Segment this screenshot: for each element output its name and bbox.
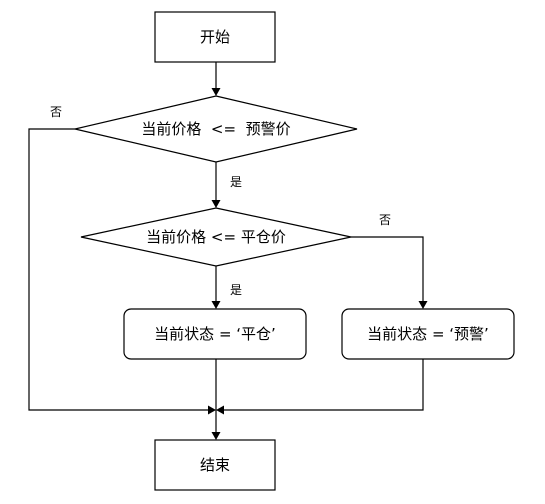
close-check-label: 当前价格 <= 平仓价 [146, 228, 286, 246]
arrowhead [211, 88, 221, 96]
start-box [154, 11, 276, 63]
warning-check-label: 当前价格 <= 预警价 [141, 120, 290, 138]
end-label: 结束 [200, 456, 230, 474]
warning-no-label: 否 [50, 105, 62, 119]
edge-status-warning-to-end [224, 359, 424, 411]
node-check-warning: 当前价格 <= 预警价 [74, 95, 358, 163]
edge-warning-no [28, 128, 208, 411]
end-box [154, 439, 276, 491]
close-yes-label: 是 [230, 283, 242, 297]
arrowhead [216, 405, 224, 415]
edge-labels: 否 是 否 是 [50, 105, 391, 297]
status-close-label: 当前状态 = ‘平仓’ [154, 325, 276, 343]
warning-check-diamond [74, 95, 358, 163]
arrowhead [211, 301, 221, 309]
status-close-box [123, 308, 307, 360]
arrowhead [211, 200, 221, 208]
close-check-diamond [80, 207, 352, 267]
start-label: 开始 [200, 28, 230, 46]
arrowhead [418, 301, 428, 309]
node-status-close: 当前状态 = ‘平仓’ [123, 308, 307, 360]
node-start: 开始 [154, 11, 276, 63]
edge-close-no [351, 236, 424, 301]
arrowhead [208, 405, 216, 415]
status-warning-box [341, 308, 515, 360]
edges [28, 62, 428, 440]
node-check-close: 当前价格 <= 平仓价 [80, 207, 352, 267]
node-status-warning: 当前状态 = ‘预警’ [341, 308, 515, 360]
node-end: 结束 [154, 439, 276, 491]
arrowhead [211, 432, 221, 440]
status-warning-label: 当前状态 = ‘预警’ [367, 325, 489, 343]
warning-yes-label: 是 [230, 175, 242, 189]
close-no-label: 否 [379, 213, 391, 227]
